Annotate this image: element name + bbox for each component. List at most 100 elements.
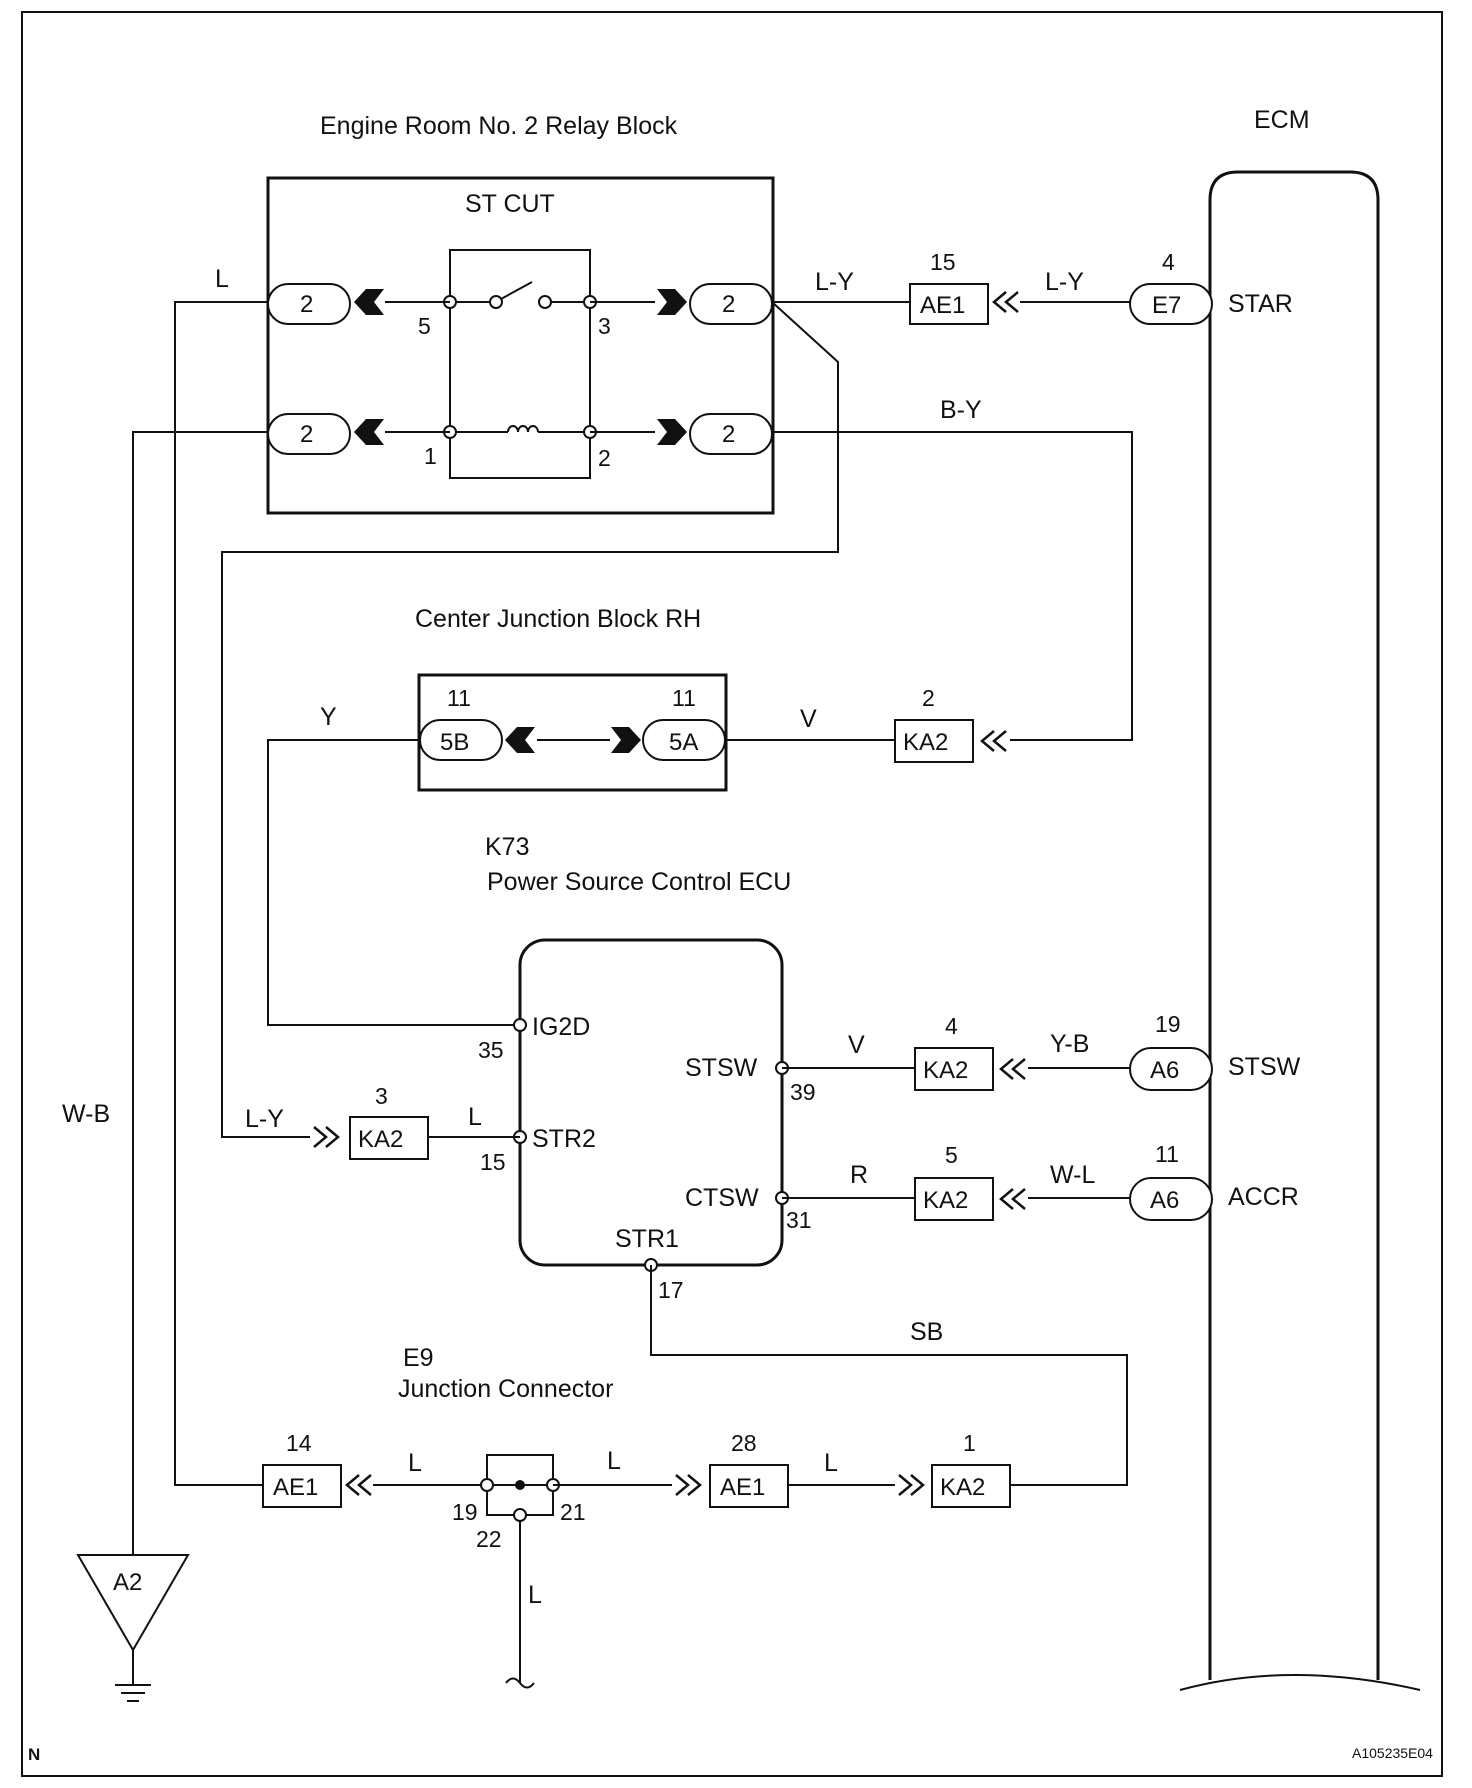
ecu-box — [518, 938, 784, 1267]
conn-e7 — [1129, 283, 1213, 325]
conn-a6-19-label: A6 — [1150, 1057, 1179, 1084]
ecm-terminal-stsw: STSW — [1228, 1053, 1301, 1081]
wire-label-wb: W-B — [62, 1100, 110, 1128]
figure-id: A105235E04 — [1352, 1745, 1433, 1761]
relay-conn-tl — [267, 283, 351, 325]
conn-a6-11-pin: 11 — [1155, 1141, 1179, 1167]
wire-l-left — [174, 301, 268, 1486]
ground-connector-label: A2 — [113, 1569, 142, 1596]
relay-block-title: Engine Room No. 2 Relay Block — [320, 112, 678, 140]
conn-5b-pin: 11 — [447, 685, 471, 711]
junction-block-box — [417, 673, 728, 792]
wire-label-v-1: V — [800, 705, 817, 733]
wire-ly-str2 — [221, 301, 839, 1138]
jc-box-top — [486, 1454, 554, 1485]
jc-pin-21: 21 — [560, 1499, 586, 1525]
wire-label-l-3: L — [408, 1449, 422, 1477]
conn-a6-19 — [1129, 1047, 1213, 1091]
conn-ka2-1-pin: 1 — [963, 1430, 976, 1456]
frame — [21, 11, 1443, 1777]
conn-ae1-28-label: AE1 — [720, 1474, 765, 1501]
conn-ae1-15-label: AE1 — [920, 292, 965, 319]
jc-pin-22: 22 — [476, 1526, 502, 1552]
conn-ae1-15 — [909, 283, 989, 325]
wire-label-l-2: L — [468, 1103, 482, 1131]
conn-ka2-2-label: KA2 — [903, 729, 948, 756]
conn-ka2-5-pin: 5 — [945, 1142, 958, 1168]
conn-ka2-1-label: KA2 — [940, 1474, 985, 1501]
relay-pin-1: 1 — [424, 443, 437, 469]
relay-pin-3: 3 — [598, 313, 611, 339]
jc-code: E9 — [403, 1344, 434, 1372]
relay-pin-5: 5 — [418, 313, 431, 339]
conn-ka2-1 — [931, 1464, 1011, 1508]
junction-block-title: Center Junction Block RH — [415, 605, 701, 633]
wire-y — [267, 739, 520, 1026]
wire-wb — [132, 431, 268, 1555]
conn-ka2-3 — [349, 1116, 429, 1160]
wire-label-by: B-Y — [940, 396, 982, 424]
wire-label-ly-3: L-Y — [245, 1105, 284, 1133]
wire-label-l-6: L — [528, 1581, 542, 1609]
relay-conn-tl-label: 2 — [300, 291, 313, 318]
relay-conn-br — [689, 413, 773, 455]
wire-label-v-2: V — [848, 1031, 865, 1059]
ecu-pin-15: 15 — [480, 1149, 506, 1175]
wire-label-y: Y — [320, 703, 337, 731]
conn-ka2-4 — [914, 1047, 994, 1091]
wire-label-l-1: L — [215, 265, 229, 293]
relay-name: ST CUT — [465, 190, 555, 218]
ecu-terminal-stsw: STSW — [685, 1054, 758, 1082]
relay-conn-br-label: 2 — [722, 421, 735, 448]
conn-ka2-2 — [894, 719, 974, 763]
ecu-pin-39: 39 — [790, 1079, 816, 1105]
conn-5a-label: 5A — [669, 729, 698, 756]
wire-label-l-5: L — [824, 1449, 838, 1477]
wire-label-r: R — [850, 1161, 868, 1189]
conn-a6-19-pin: 19 — [1155, 1011, 1181, 1037]
jc-title: Junction Connector — [398, 1375, 613, 1403]
ground-connector — [76, 1554, 190, 1652]
conn-e7-pin: 4 — [1162, 249, 1175, 275]
relay-block-box — [266, 176, 775, 515]
relay-coil — [507, 425, 539, 433]
wire-label-ly-1: L-Y — [815, 268, 854, 296]
wire-label-wl: W-L — [1050, 1161, 1095, 1189]
relay-conn-bl-label: 2 — [300, 421, 313, 448]
conn-5b-label: 5B — [440, 729, 469, 756]
conn-ae1-14-label: AE1 — [273, 1474, 318, 1501]
conn-ka2-3-pin: 3 — [375, 1083, 388, 1109]
conn-ae1-28-pin: 28 — [731, 1430, 757, 1456]
wire-sb — [650, 1265, 1128, 1486]
ecu-terminal-ctsw: CTSW — [685, 1184, 759, 1212]
ecu-pin-31: 31 — [786, 1207, 812, 1233]
conn-a6-11-label: A6 — [1150, 1187, 1179, 1214]
ecm-box — [1208, 170, 1380, 1680]
relay-inner — [449, 249, 591, 479]
conn-ka2-5 — [914, 1177, 994, 1221]
ecu-pin-35: 35 — [478, 1037, 504, 1063]
wire-label-yb: Y-B — [1050, 1030, 1089, 1058]
ecu-code: K73 — [485, 833, 529, 861]
wire-by — [772, 431, 1133, 741]
switch-blade — [500, 281, 533, 300]
corner-label-left: N — [28, 1745, 40, 1764]
relay-conn-tr-label: 2 — [722, 291, 735, 318]
jc-pin-19: 19 — [452, 1499, 478, 1525]
conn-ka2-5-label: KA2 — [923, 1187, 968, 1214]
conn-e7-label: E7 — [1152, 292, 1181, 319]
jc-junction-dot — [515, 1480, 525, 1490]
ecu-pin-17: 17 — [658, 1277, 684, 1303]
ecu-terminal-ig2d: IG2D — [532, 1013, 590, 1041]
relay-conn-tr — [689, 283, 773, 325]
conn-5a-pin: 11 — [672, 685, 696, 711]
relay-conn-bl — [267, 413, 351, 455]
wire-label-sb: SB — [910, 1318, 943, 1346]
ecm-terminal-accr: ACCR — [1228, 1183, 1299, 1211]
wire-label-ly-2: L-Y — [1045, 268, 1084, 296]
ecm-terminal-star: STAR — [1228, 290, 1293, 318]
ecu-terminal-str1: STR1 — [615, 1225, 679, 1253]
conn-ka2-3-label: KA2 — [358, 1126, 403, 1153]
conn-ae1-28 — [709, 1464, 789, 1508]
